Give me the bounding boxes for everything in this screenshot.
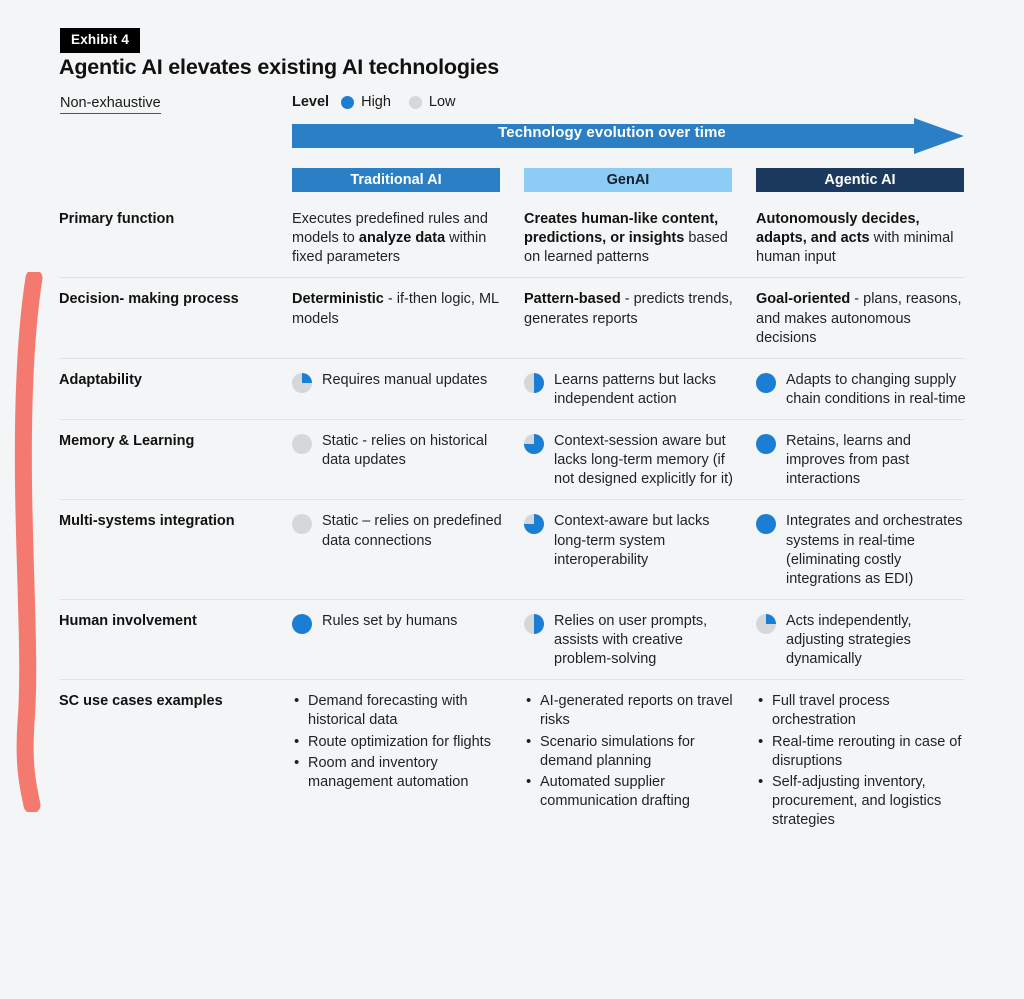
legend-item-high: High: [341, 94, 391, 110]
table-cell: Full travel process orchestrationReal-ti…: [756, 691, 988, 832]
table-cell: Acts independently, adjusting strategies…: [756, 612, 988, 669]
legend-low-label: Low: [428, 94, 456, 110]
level-indicator-icon: [524, 371, 544, 399]
table-row: Decision- making process Deterministic - …: [59, 277, 965, 357]
table-cell: Static - relies on historical data updat…: [292, 432, 524, 489]
technology-evolution-arrow-icon: [292, 118, 964, 154]
row-label: Adaptability: [59, 371, 142, 388]
row-label: Decision- making process: [59, 291, 239, 308]
cell-text: Rules set by humans: [322, 612, 458, 629]
level-indicator-icon: [756, 432, 776, 460]
table-row: SC use cases examples Demand forecasting …: [59, 679, 965, 842]
table-cell: Demand forecasting with historical dataR…: [292, 691, 524, 832]
table-cell: Learns patterns but lacks independent ac…: [524, 371, 756, 409]
list-item: Room and inventory management automation: [292, 753, 506, 792]
column-header-traditional-ai: Traditional AI: [292, 168, 500, 192]
non-exhaustive-note: Non-exhaustive: [60, 95, 161, 114]
exhibit-badge: Exhibit 4: [60, 28, 141, 53]
table-row: Primary function Executes predefined rule…: [59, 200, 965, 277]
table-cell: Relies on user prompts, assists with cre…: [524, 612, 756, 669]
level-indicator-icon: [524, 612, 544, 640]
table-cell: Executes predefined rules and models to …: [292, 211, 488, 266]
table-cell: Context-aware but lacks long-term system…: [524, 512, 756, 589]
table-cell: Retains, learns and improves from past i…: [756, 432, 988, 489]
cell-text: Context-session aware but lacks long-ter…: [554, 433, 733, 488]
cell-text: Context-aware but lacks long-term system…: [554, 513, 710, 568]
level-indicator-icon: [292, 512, 312, 540]
level-indicator-icon: [524, 512, 544, 540]
column-header-agentic-ai: Agentic AI: [756, 168, 964, 192]
table-cell: Context-session aware but lacks long-ter…: [524, 432, 756, 489]
level-indicator-icon: [756, 371, 776, 399]
table-cell: Deterministic - if-then logic, ML models: [292, 291, 499, 327]
list-item: Automated supplier communication draftin…: [524, 772, 738, 811]
list-item: Scenario simulations for demand planning: [524, 731, 738, 771]
list-item: AI-generated reports on travel risks: [524, 691, 738, 730]
table-cell: Integrates and orchestrates systems in r…: [756, 512, 988, 589]
legend-item-low: Low: [408, 94, 456, 110]
level-indicator-icon: [524, 432, 544, 460]
table-cell: Pattern-based - predicts trends, generat…: [524, 291, 733, 327]
legend-title: Level: [292, 94, 330, 110]
column-header-genai: GenAI: [524, 168, 732, 192]
table-cell: Creates human-like content, predictions,…: [524, 211, 728, 266]
table-cell: Adapts to changing supply chain conditio…: [756, 371, 988, 409]
cell-text: Acts independently, adjusting strategies…: [786, 612, 912, 668]
legend-high-dot-icon: [341, 95, 355, 109]
level-legend: Level High Low: [292, 94, 456, 110]
table-cell: Autonomously decides, adapts, and acts w…: [756, 211, 954, 266]
list-item: Full travel process orchestration: [756, 691, 970, 730]
cell-text: Retains, learns and improves from past i…: [786, 433, 911, 488]
row-label: SC use cases examples: [59, 693, 223, 710]
level-indicator-icon: [292, 432, 312, 460]
list-item: Demand forecasting with historical data: [292, 691, 506, 730]
cell-text: Adapts to changing supply chain conditio…: [786, 371, 966, 407]
row-label: Memory & Learning: [59, 433, 195, 449]
level-indicator-icon: [292, 612, 312, 640]
legend-low-dot-icon: [408, 95, 422, 109]
table-cell: Requires manual updates: [292, 371, 524, 409]
list-item: Real-time rerouting in case of disruptio…: [756, 731, 970, 771]
table-row: Multi-systems integration Static – relies…: [59, 499, 965, 599]
cell-text: Relies on user prompts, assists with cre…: [554, 612, 708, 668]
table-cell: AI-generated reports on travel risksScen…: [524, 691, 756, 832]
cell-text: Integrates and orchestrates systems in r…: [786, 513, 963, 587]
row-label: Human involvement: [59, 612, 197, 629]
cell-text: Static – relies on predefined data conne…: [322, 513, 502, 549]
row-label: Primary function: [59, 211, 175, 227]
table-cell: Goal-oriented - plans, reasons, and make…: [756, 291, 962, 346]
table-cell: Rules set by humans: [292, 612, 524, 669]
cell-text: Learns patterns but lacks independent ac…: [554, 371, 717, 407]
list-item: Self-adjusting inventory, procurement, a…: [756, 772, 970, 830]
cell-text: Static - relies on historical data updat…: [322, 433, 488, 469]
table-row: Human involvement Rules set by humans Reli…: [59, 598, 965, 679]
use-case-list: AI-generated reports on travel risksScen…: [524, 691, 738, 811]
use-case-list: Full travel process orchestrationReal-ti…: [756, 691, 970, 830]
level-indicator-icon: [756, 612, 776, 640]
level-indicator-icon: [292, 371, 312, 399]
comparison-table: Primary function Executes predefined rule…: [59, 200, 966, 842]
page-title: Agentic AI elevates existing AI technolo…: [59, 55, 500, 79]
use-case-list: Demand forecasting with historical dataR…: [292, 691, 506, 792]
legend-high-label: High: [361, 94, 391, 110]
cell-text: Requires manual updates: [322, 371, 488, 388]
table-cell: Static – relies on predefined data conne…: [292, 512, 524, 589]
table-row: Adaptability Requires manual updates Learn…: [59, 357, 966, 419]
level-indicator-icon: [756, 512, 776, 540]
row-label: Multi-systems integration: [59, 513, 235, 530]
list-item: Route optimization for flights: [292, 731, 506, 752]
table-row: Memory & Learning Static - relies on hist…: [59, 419, 965, 499]
